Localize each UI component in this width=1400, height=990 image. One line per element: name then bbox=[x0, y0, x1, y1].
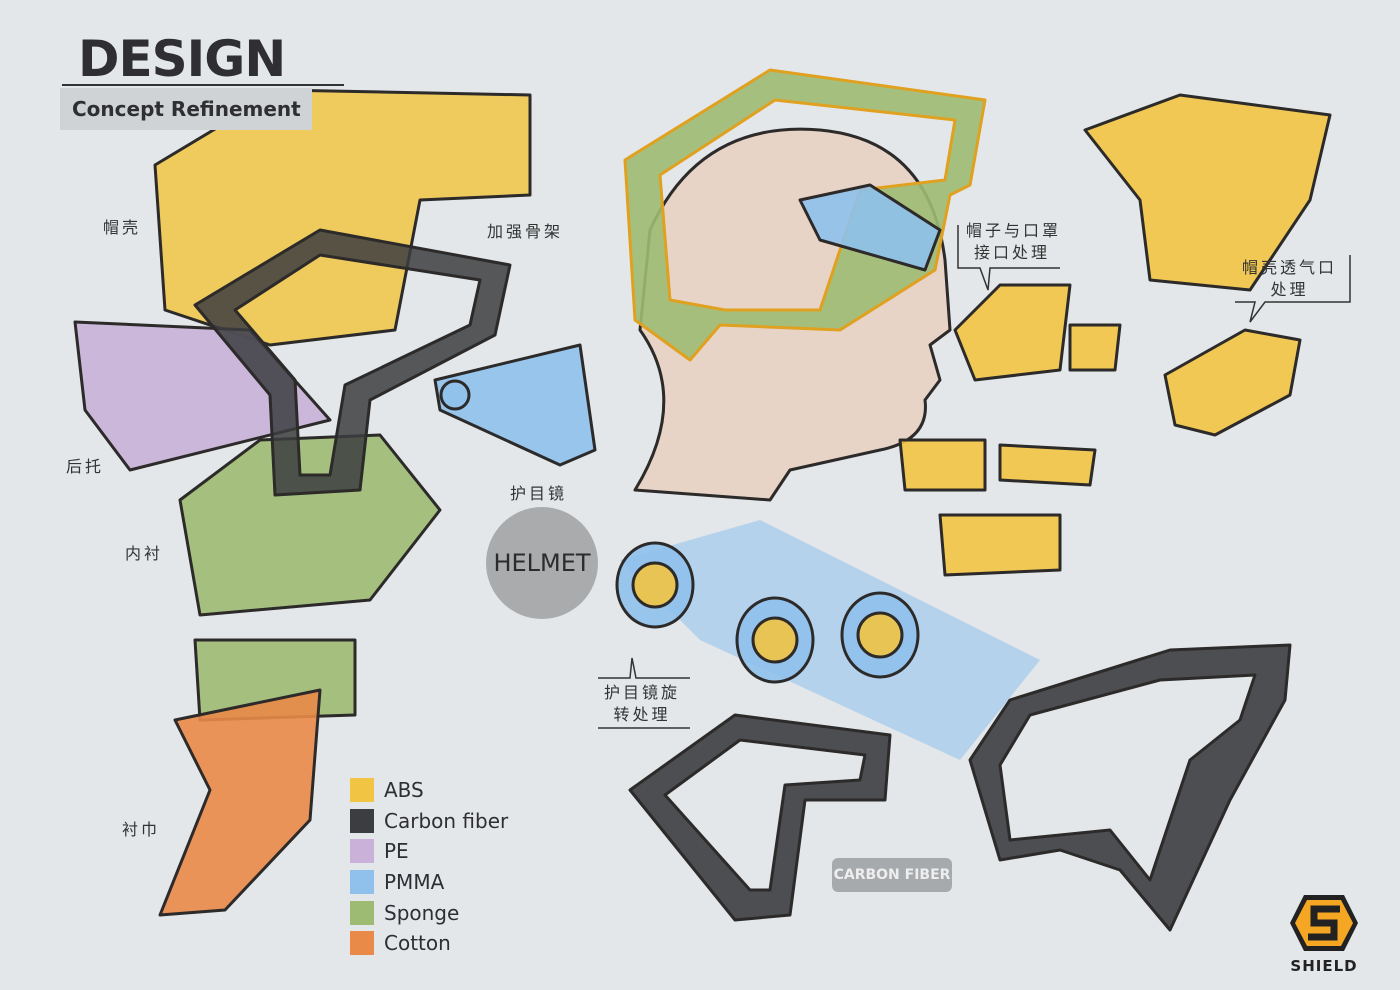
mask-interface-part-2 bbox=[1068, 323, 1122, 372]
legend-item-abs: ABS bbox=[350, 775, 508, 806]
joint-part-1 bbox=[898, 438, 987, 492]
label-frame: 加强骨架 bbox=[487, 222, 564, 241]
callout-line: 转处理 bbox=[613, 705, 671, 724]
legend-item-carbon-fiber: Carbon fiber bbox=[350, 806, 508, 837]
swatch-sponge bbox=[350, 900, 374, 925]
label-shell: 帽壳 bbox=[103, 218, 142, 237]
callout-shell-vent: 帽壳透气口 处理 bbox=[1242, 257, 1337, 301]
callout-line: 帽壳透气口 bbox=[1242, 258, 1338, 277]
mask-interface-part bbox=[953, 283, 1072, 382]
title-underline bbox=[62, 84, 344, 86]
label-visor: 护目镜 bbox=[510, 484, 568, 503]
joint-part-2 bbox=[998, 443, 1097, 487]
joint-part-3 bbox=[938, 513, 1062, 577]
label-back-support: 后托 bbox=[66, 457, 105, 476]
page-subtitle: Concept Refinement bbox=[60, 88, 312, 130]
logo-text: SHIELD bbox=[1290, 957, 1358, 975]
label-cloth-liner: 衬巾 bbox=[122, 820, 161, 839]
swatch-cotton bbox=[350, 931, 374, 956]
callout-mask-interface: 帽子与口罩 接口处理 bbox=[966, 220, 1061, 264]
label-liner: 内衬 bbox=[125, 544, 164, 563]
legend-item-pe: PE bbox=[350, 836, 508, 867]
carbon-frame-3d bbox=[968, 643, 1292, 932]
helmet-badge: HELMET bbox=[486, 507, 598, 619]
legend-item-pmma: PMMA bbox=[350, 867, 508, 898]
rotation-band bbox=[620, 520, 1040, 760]
swatch-carbon-fiber bbox=[350, 808, 374, 833]
legend-item-cotton: Cotton bbox=[350, 928, 508, 959]
callout-line: 帽子与口罩 bbox=[966, 221, 1062, 240]
callout-line: 接口处理 bbox=[974, 243, 1051, 262]
material-legend: ABS Carbon fiber PE PMMA Sponge Cotton bbox=[350, 775, 508, 959]
vent-part-top bbox=[1083, 93, 1332, 292]
liner-sketch bbox=[178, 433, 442, 617]
callout-line: 护目镜旋 bbox=[604, 683, 681, 702]
page-title: DESIGN bbox=[78, 30, 286, 88]
swatch-pmma bbox=[350, 870, 374, 895]
cloth-liner-sketch bbox=[158, 688, 322, 917]
shield-logo: SHIELD bbox=[1282, 893, 1366, 975]
swatch-pe bbox=[350, 839, 374, 864]
shield-logo-icon bbox=[1290, 895, 1358, 951]
carbon-fiber-tag: CARBON FIBER bbox=[832, 858, 952, 892]
carbon-frame-front bbox=[628, 713, 892, 922]
frame-sketch bbox=[193, 228, 512, 497]
legend-item-sponge: Sponge bbox=[350, 897, 508, 928]
callout-line: 处理 bbox=[1270, 280, 1309, 299]
callout-visor-rotation: 护目镜旋 转处理 bbox=[604, 682, 680, 726]
side-visor-sketch bbox=[798, 183, 942, 272]
vent-part-side bbox=[1163, 328, 1302, 437]
visor-sketch bbox=[433, 343, 597, 467]
swatch-abs bbox=[350, 778, 374, 803]
